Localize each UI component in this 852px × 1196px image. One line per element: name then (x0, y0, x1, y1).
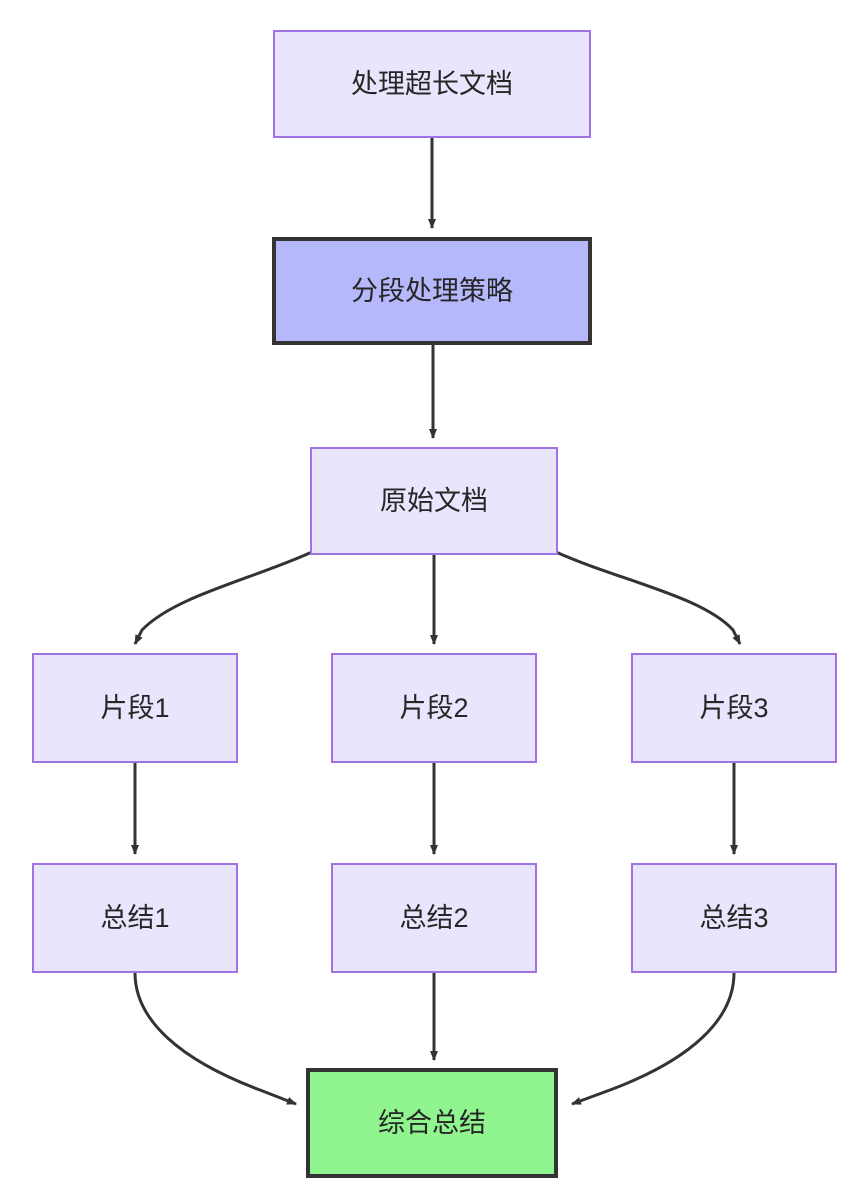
node-fragment-2[interactable]: 片段2 (331, 653, 537, 763)
node-label: 片段1 (100, 692, 170, 723)
node-summary-3[interactable]: 总结3 (631, 863, 837, 973)
node-label: 总结1 (100, 902, 170, 933)
node-label: 片段2 (399, 692, 469, 723)
node-fragment-1[interactable]: 片段1 (32, 653, 238, 763)
node-label: 原始文档 (380, 485, 488, 516)
edge-summary-3-to-final-summary (571, 972, 736, 1106)
node-label: 总结3 (699, 902, 769, 933)
node-label: 处理超长文档 (351, 68, 513, 99)
edge-original-doc-to-fragment-3 (555, 550, 742, 645)
node-original-doc[interactable]: 原始文档 (310, 447, 558, 555)
node-final-summary[interactable]: 综合总结 (306, 1068, 558, 1178)
node-label: 片段3 (699, 692, 769, 723)
node-label: 分段处理策略 (351, 275, 513, 306)
edge-summary-1-to-final-summary (133, 972, 297, 1106)
node-summary-1[interactable]: 总结1 (32, 863, 238, 973)
node-label: 总结2 (399, 902, 469, 933)
node-doc-handling[interactable]: 处理超长文档 (273, 30, 591, 138)
node-label: 综合总结 (378, 1107, 486, 1138)
node-chunk-strategy[interactable]: 分段处理策略 (272, 237, 592, 345)
edge-original-doc-to-fragment-1 (133, 550, 313, 645)
node-summary-2[interactable]: 总结2 (331, 863, 537, 973)
node-fragment-3[interactable]: 片段3 (631, 653, 837, 763)
